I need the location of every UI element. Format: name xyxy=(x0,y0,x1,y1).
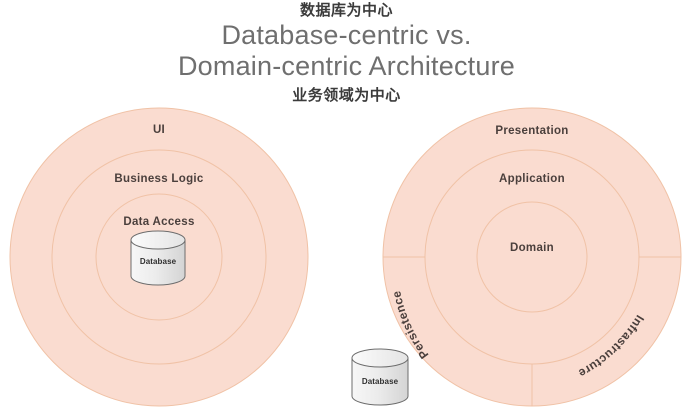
right-architecture-group: Presentation Application Domain Persiste… xyxy=(382,107,682,407)
cylinder-top xyxy=(351,348,409,368)
ring-label-domain: Domain xyxy=(510,242,554,254)
cylinder-body xyxy=(351,357,409,406)
database-label: Database xyxy=(362,377,399,386)
page-title: Database-centric vs. Domain-centric Arch… xyxy=(0,20,693,82)
annotation-database-centric: 数据库为中心 xyxy=(299,1,393,19)
ring-label-application: Application xyxy=(499,173,565,185)
ring-label-presentation: Presentation xyxy=(495,125,568,137)
database-label: Database xyxy=(140,257,177,266)
left-architecture-group: UI Business Logic Data Access Database xyxy=(9,107,309,407)
annotation-domain-centric: 业务领域为中心 xyxy=(292,86,401,104)
page-title-line-2: Domain-centric Architecture xyxy=(177,51,516,81)
ring-label-ui: UI xyxy=(153,124,165,136)
database-cylinder-inner[interactable]: Database xyxy=(130,230,186,286)
page-title-line-1: Database-centric vs. xyxy=(221,20,472,50)
database-cylinder-external[interactable]: Database xyxy=(351,348,409,406)
ring-domain[interactable] xyxy=(476,201,588,313)
ring-label-business-logic: Business Logic xyxy=(114,173,203,185)
cylinder-top xyxy=(130,230,186,250)
ring-label-data-access: Data Access xyxy=(123,216,194,228)
cylinder-body xyxy=(130,239,186,286)
